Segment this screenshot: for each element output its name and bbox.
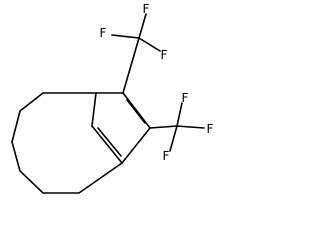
bond-c-f-upper-top bbox=[138, 13, 147, 39]
bond-double-ring-left bbox=[91, 125, 123, 164]
bond-large-ring-chain bbox=[11, 92, 123, 194]
atom-labels: F F F F F F bbox=[100, 2, 214, 163]
molecule-structure: F F F F F F bbox=[11, 2, 214, 194]
bond-double-ring-top bbox=[122, 92, 151, 129]
bond-cf3-lower-to-ring bbox=[149, 125, 178, 129]
bond-double-ring-top-inner bbox=[126, 99, 146, 124]
fluorine-label: F bbox=[163, 149, 170, 163]
bond-double-ring-left-inner bbox=[97, 127, 122, 157]
fluorine-label: F bbox=[207, 122, 214, 136]
fluorine-label: F bbox=[100, 26, 107, 40]
bond-c-f-upper-left bbox=[111, 34, 140, 39]
fluorine-label: F bbox=[182, 91, 189, 105]
fluorine-label: F bbox=[143, 2, 150, 16]
bond-ring-left-upper bbox=[91, 92, 97, 127]
bond-cf3-upper-to-ring bbox=[122, 37, 140, 94]
bond-c-f-upper-right bbox=[138, 37, 161, 52]
bond-c-f-lower-right bbox=[176, 125, 205, 129]
bond-bridgehead-lower bbox=[121, 127, 151, 164]
bond-c-f-lower-bottom bbox=[169, 125, 178, 152]
fluorine-label: F bbox=[161, 48, 168, 62]
bond-c-f-lower-top bbox=[176, 102, 183, 127]
bond-lines bbox=[11, 13, 205, 194]
